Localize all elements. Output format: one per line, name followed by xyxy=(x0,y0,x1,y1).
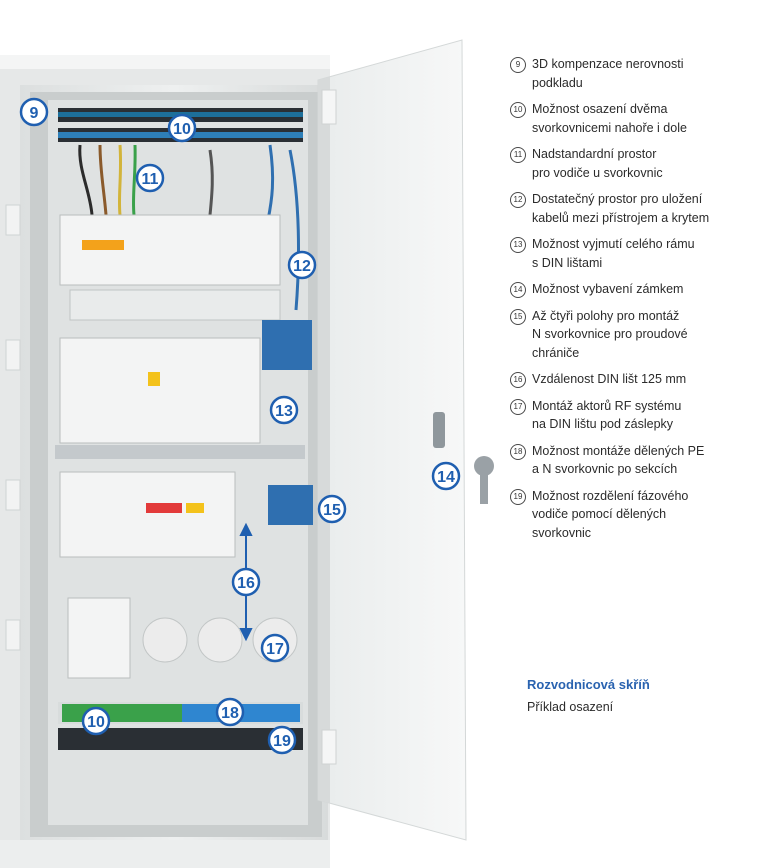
feature-number-17: 17 xyxy=(510,398,526,415)
feature-text-18: Možnost montáže dělených PE a N svorkovn… xyxy=(532,443,705,477)
feature-number-10: 10 xyxy=(510,102,526,118)
callout-badge-12: 12 xyxy=(287,250,317,280)
feature-number-13: 13 xyxy=(510,237,526,253)
callout-badge-11: 11 xyxy=(135,163,165,193)
svg-text:10: 10 xyxy=(173,121,191,138)
feature-text-10: Možnost osazení dvěma svorkovnicemi naho… xyxy=(532,102,687,135)
wires xyxy=(78,144,300,311)
feature-number-9: 9 xyxy=(510,57,526,73)
callout-badge-17: 17 xyxy=(260,633,290,663)
svg-text:9: 9 xyxy=(30,105,39,122)
feature-item-19: 19 Možnost rozdělení fázového vodiče pom… xyxy=(510,487,755,543)
cabinet-door xyxy=(317,39,467,841)
feature-item-13: 13 Možnost vyjmutí celého rámu s DIN liš… xyxy=(510,235,755,272)
caption-subtitle: Příklad osazení xyxy=(527,700,614,714)
callout-badge-18: 18 xyxy=(215,697,245,727)
svg-text:14: 14 xyxy=(437,469,455,486)
lock-and-key xyxy=(433,412,494,504)
feature-number-19: 19 xyxy=(510,488,526,505)
callout-badge-10-top: 10 xyxy=(167,113,197,143)
feature-text-17: Montáž aktorů RF systému na DIN lištu po… xyxy=(532,398,682,432)
svg-text:13: 13 xyxy=(275,403,293,420)
din-row-3-devices xyxy=(59,471,313,558)
feature-number-11: 11 xyxy=(510,147,526,163)
feature-number-18: 18 xyxy=(510,443,526,460)
feature-number-12: 12 xyxy=(510,192,526,208)
feature-list: 9 3D kompenzace nerovnosti podkladu 10 M… xyxy=(510,55,755,550)
svg-text:10: 10 xyxy=(87,714,105,731)
callout-badge-9: 9 xyxy=(19,97,49,127)
svg-text:18: 18 xyxy=(221,705,239,722)
callout-badge-19: 19 xyxy=(267,725,297,755)
feature-text-14: Možnost vybavení zámkem xyxy=(532,282,684,296)
callout-badge-15: 15 xyxy=(317,494,347,524)
callout-badge-16: 16 xyxy=(231,567,261,597)
feature-item-17: 17 Montáž aktorů RF systému na DIN lištu… xyxy=(510,397,755,434)
din-rail xyxy=(55,445,305,459)
callout-badge-10-bottom: 10 xyxy=(81,706,111,736)
feature-item-18: 18 Možnost montáže dělených PE a N svork… xyxy=(510,442,755,479)
svg-text:12: 12 xyxy=(293,258,311,275)
feature-item-12: 12 Dostatečný prostor pro uložení kabelů… xyxy=(510,190,755,227)
feature-number-15: 15 xyxy=(510,308,526,325)
feature-text-13: Možnost vyjmutí celého rámu s DIN lištam… xyxy=(532,237,695,270)
feature-text-11: Nadstandardní prostor pro vodiče u svork… xyxy=(532,147,663,180)
din-row-1-devices xyxy=(59,214,281,321)
feature-text-19: Možnost rozdělení fázového vodiče pomocí… xyxy=(532,488,689,540)
svg-text:19: 19 xyxy=(273,733,291,750)
feature-number-16: 16 xyxy=(510,372,526,388)
feature-item-10: 10 Možnost osazení dvěma svorkovnicemi n… xyxy=(510,100,755,137)
svg-text:16: 16 xyxy=(237,575,255,592)
callout-badge-14: 14 xyxy=(431,461,461,491)
feature-item-16: 16 Vzdálenost DIN lišt 125 mm xyxy=(510,370,755,389)
feature-item-9: 9 3D kompenzace nerovnosti podkladu xyxy=(510,55,755,92)
feature-text-12: Dostatečný prostor pro uložení kabelů me… xyxy=(532,192,710,225)
svg-text:11: 11 xyxy=(142,171,159,188)
feature-text-9: 3D kompenzace nerovnosti podkladu xyxy=(532,57,684,90)
feature-item-11: 11 Nadstandardní prostor pro vodiče u sv… xyxy=(510,145,755,182)
svg-text:15: 15 xyxy=(323,502,341,519)
feature-item-15: 15 Až čtyři polohy pro montáž N svorkovn… xyxy=(510,307,755,363)
feature-text-16: Vzdálenost DIN lišt 125 mm xyxy=(532,372,687,386)
din-row-2-devices xyxy=(59,320,312,444)
feature-text-15: Až čtyři polohy pro montáž N svorkovnice… xyxy=(532,308,688,360)
callout-badge-13: 13 xyxy=(269,395,299,425)
caption-title: Rozvodnicová skříň xyxy=(527,677,650,692)
feature-item-14: 14 Možnost vybavení zámkem xyxy=(510,280,755,299)
svg-text:17: 17 xyxy=(266,641,284,658)
feature-number-14: 14 xyxy=(510,282,526,298)
